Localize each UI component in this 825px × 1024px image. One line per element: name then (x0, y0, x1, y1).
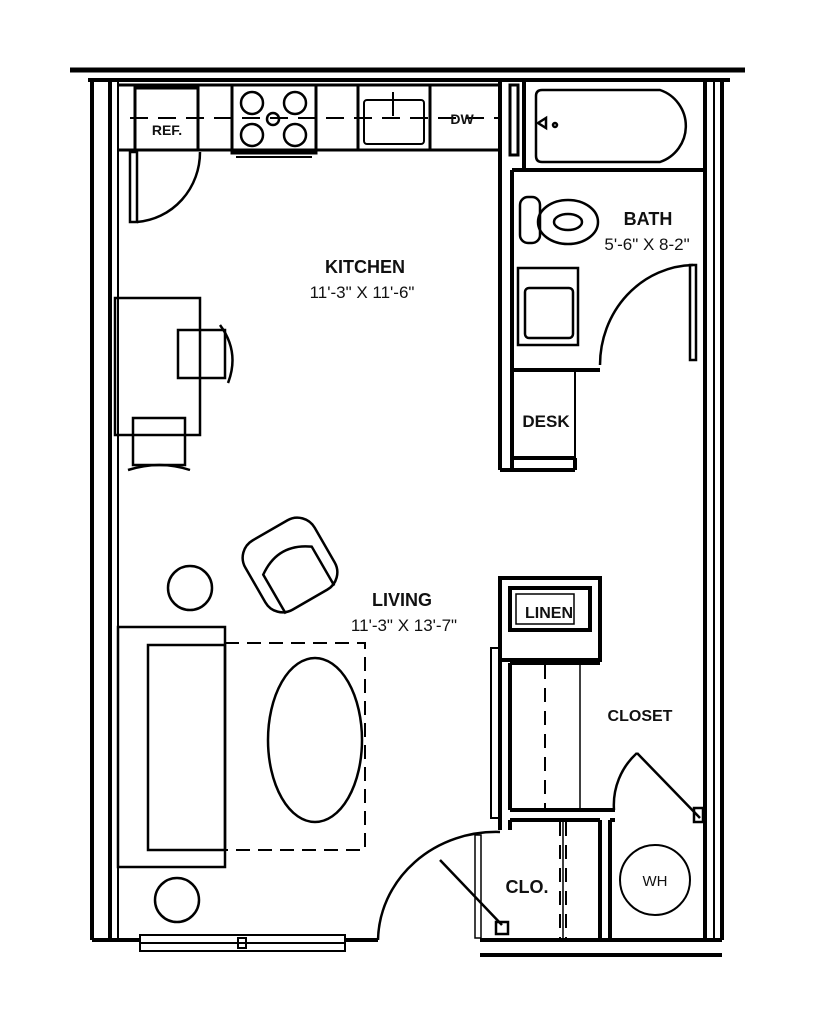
water-heater (619, 844, 691, 916)
living-label: LIVING (372, 590, 432, 610)
toilet (518, 195, 600, 246)
chair (176, 324, 234, 384)
bath-size: 5'-6" X 8-2" (604, 235, 689, 254)
linen-closet (498, 576, 602, 662)
side-table (166, 564, 214, 612)
bath-door (598, 263, 698, 366)
bath-label: BATH (624, 209, 673, 229)
closet-label: CLOSET (608, 708, 673, 725)
rug (224, 642, 366, 851)
closet-rod (544, 665, 581, 938)
range (230, 83, 318, 155)
living-size: 11'-3" X 13'-7" (351, 616, 457, 635)
armchair (241, 516, 339, 615)
refrigerator-door (128, 150, 202, 224)
dining-table (113, 296, 202, 437)
linen-label: LINEN (525, 605, 573, 622)
coffee-table (266, 656, 364, 824)
bath-sink (516, 266, 580, 347)
entry-door (376, 830, 510, 941)
exterior-walls (70, 67, 745, 957)
closet-door (612, 752, 705, 824)
bifold-door (490, 647, 500, 819)
window (139, 934, 346, 952)
wh-label: WH (643, 873, 668, 890)
chair (127, 416, 191, 472)
ref-label: REF. (152, 122, 182, 138)
kitchen-counter (118, 83, 500, 158)
refrigerator (133, 86, 200, 152)
kitchen-size: 11'-3" X 11'-6" (310, 283, 415, 302)
burner-icon (239, 90, 308, 148)
kitchen-label: KITCHEN (325, 257, 405, 277)
dw-label: DW (450, 111, 474, 127)
clo-label: CLO. (506, 877, 549, 897)
desk-label: DESK (522, 412, 570, 431)
side-table (153, 876, 201, 924)
bathtub (534, 88, 688, 164)
kitchen-sink (356, 83, 432, 152)
desk (511, 369, 576, 459)
sofa (116, 625, 227, 869)
